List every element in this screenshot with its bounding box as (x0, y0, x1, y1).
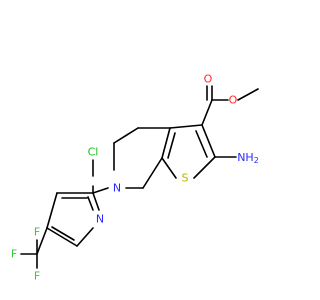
bond-c2p-n1p-inner (87, 196, 94, 211)
atom-o-carbonyl: O (204, 73, 213, 86)
bond-c3a-c3 (169, 124, 203, 129)
bond-c7a-c3a (161, 127, 171, 159)
atom-f-bottom: F (34, 270, 40, 283)
bond-c7-c7a (142, 157, 163, 189)
bond-c5p-cf3 (36, 227, 48, 255)
structure-canvas: O O NH2 S N N Cl F F F (11, 73, 259, 283)
atom-n-pyridine: N (96, 213, 104, 226)
bond-c6p-c5p (46, 227, 78, 247)
atom-n-amine: NH2 (237, 151, 259, 165)
bond-c5p-c4p (46, 192, 58, 229)
bond-c4-c5 (113, 127, 139, 144)
bond-c7a-c3a-inner (167, 132, 176, 159)
bond-c3-c2 (201, 124, 216, 158)
bond-n1p-c6p (76, 227, 94, 247)
bond-c2-s (193, 156, 216, 179)
bond-c6p-c5p-inner (51, 226, 75, 241)
molecule-diagram: O O NH2 S N N Cl F F F (11, 73, 259, 283)
bond-c3-c2-inner (195, 130, 208, 158)
atom-n-piperidine: N (113, 182, 121, 195)
amine-subscript: 2 (254, 156, 259, 165)
bond-ester-c3 (201, 99, 213, 126)
bond-s-c7a (161, 157, 177, 179)
amine-label: NH (237, 151, 254, 164)
atom-s-thiophene: S (182, 172, 189, 185)
atom-f-top: F (34, 226, 40, 239)
atom-cl: Cl (88, 146, 99, 159)
bond-n6-pyr (92, 187, 109, 194)
atom-f-left: F (11, 248, 17, 261)
bond-ome-methyl (237, 88, 259, 101)
bond-c2p-n1p (92, 192, 100, 211)
atom-o-ester: O (229, 94, 238, 107)
